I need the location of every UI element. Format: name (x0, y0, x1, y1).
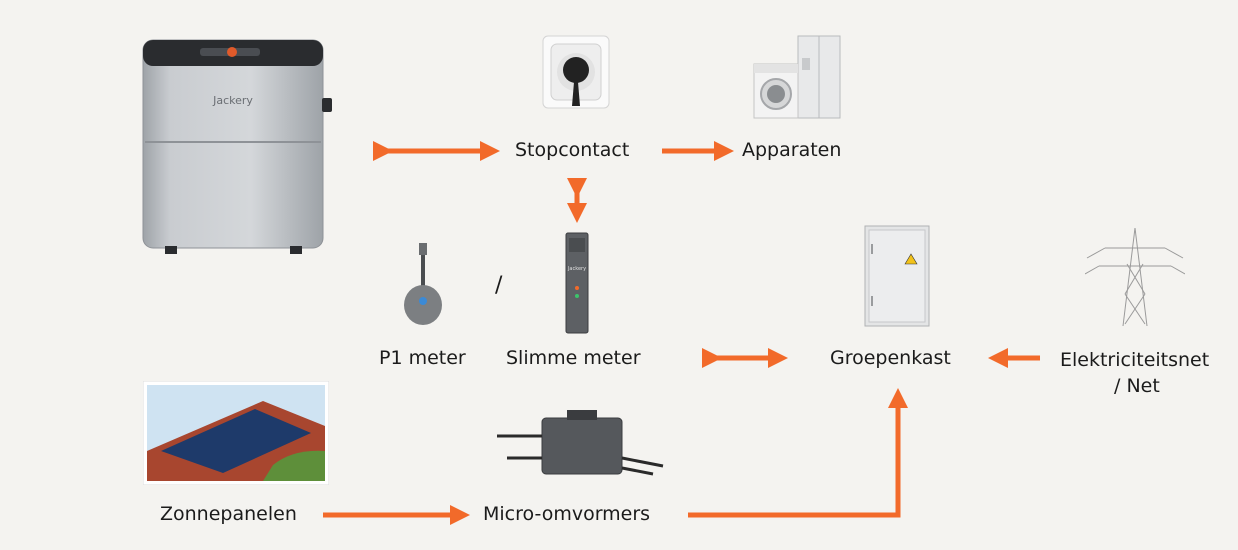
label-groepenkast: Groepenkast (830, 347, 951, 369)
battery-brand-text: Jackery (212, 94, 253, 107)
smart-meter-image: Jackery (565, 232, 589, 334)
label-zonnepanelen: Zonnepanelen (160, 503, 297, 525)
label-stopcontact: Stopcontact (515, 139, 630, 161)
label-micro-omvormers: Micro-omvormers (483, 503, 651, 525)
micro-inverter-image (497, 408, 665, 486)
socket-image (541, 34, 611, 110)
arrow-micro-groepenkast (688, 388, 908, 518)
label-p1-meter: P1 meter (379, 347, 466, 369)
battery-storage-image: Jackery (140, 38, 335, 256)
solar-panels-photo (142, 380, 330, 486)
appliances-image (752, 34, 842, 122)
separator-slash: / (495, 273, 503, 298)
label-apparaten: Apparaten (742, 139, 842, 161)
label-net: / Net (1114, 375, 1160, 397)
p1-meter-image (400, 243, 446, 329)
label-elektriciteitsnet: Elektriciteitsnet (1060, 349, 1210, 371)
label-slimme-meter: Slimme meter (506, 347, 641, 369)
distribution-board-image (863, 224, 931, 328)
power-pylon-image (1084, 224, 1186, 328)
smart-meter-brand-text: Jackery (567, 266, 586, 272)
